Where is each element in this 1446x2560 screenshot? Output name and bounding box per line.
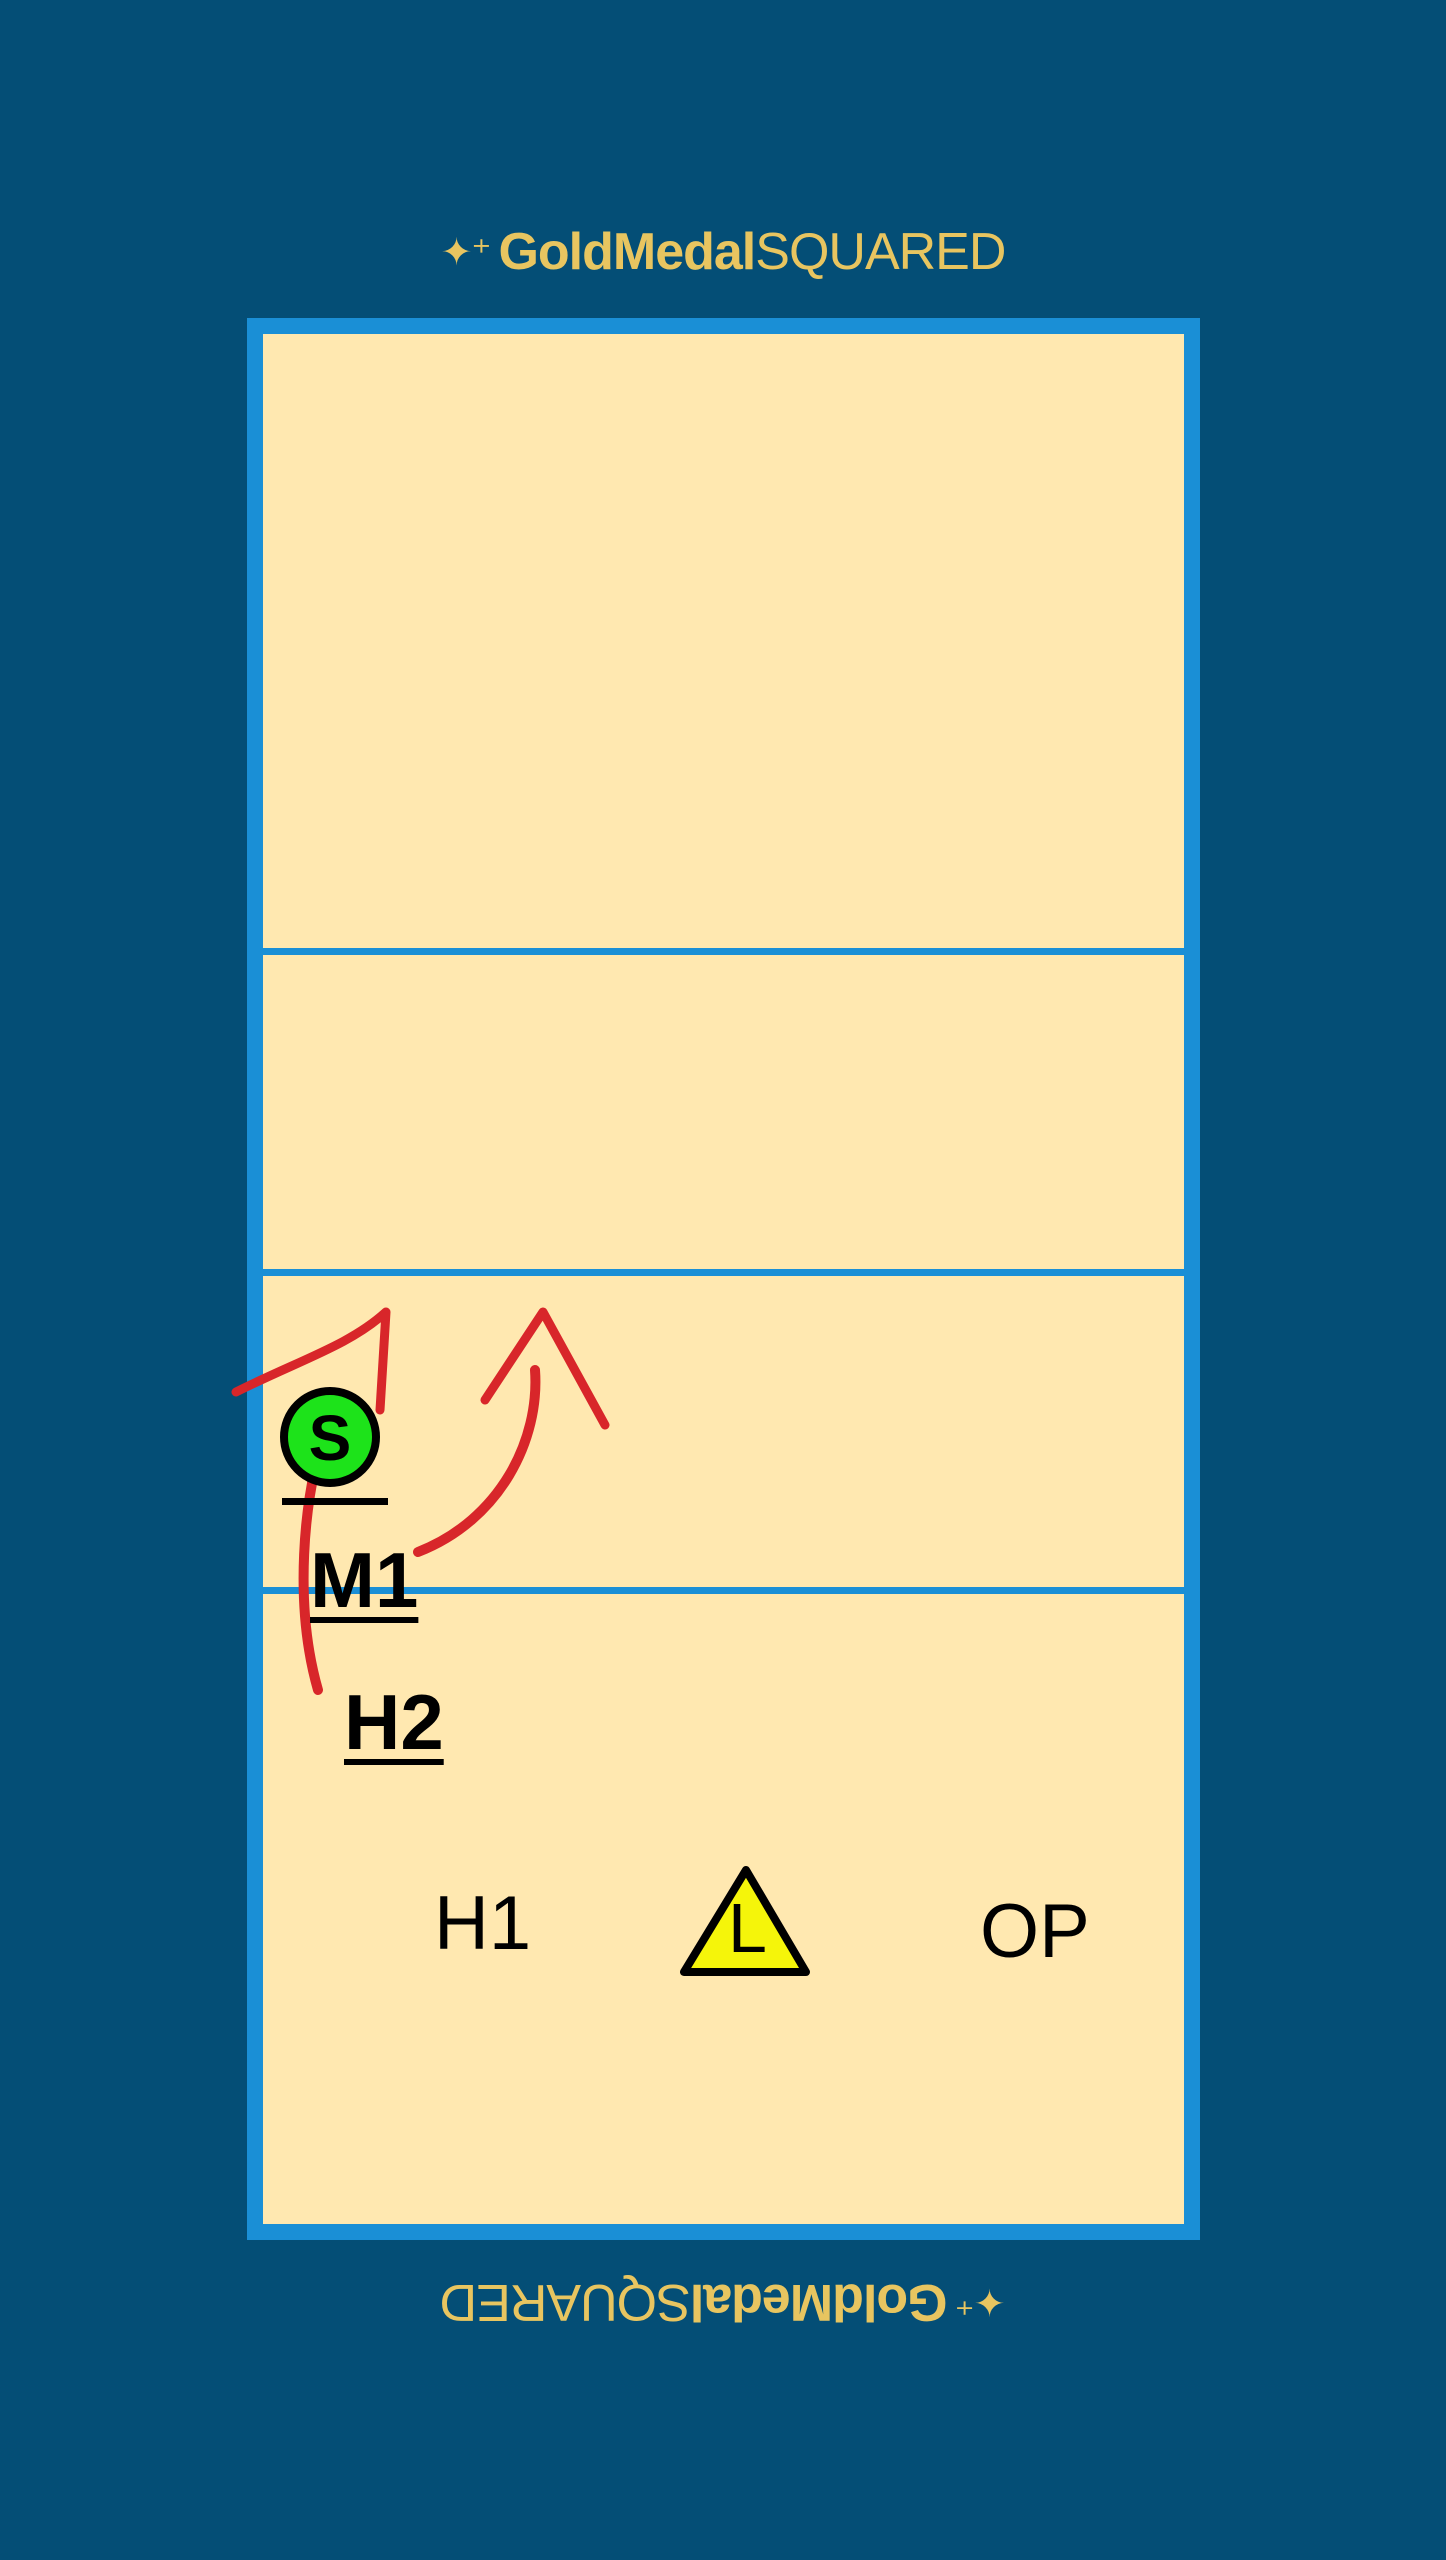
sparkle-icon: ✦⁺	[440, 232, 492, 274]
arrow-right-head	[480, 1307, 610, 1430]
player-op: OP	[980, 1889, 1090, 1974]
setter-marker: S	[280, 1387, 380, 1487]
arrow-left-head	[231, 1307, 391, 1415]
arrow-right-path	[413, 1365, 541, 1557]
attack-line-far	[263, 948, 1184, 955]
sparkle-icon: ✦⁺	[955, 2280, 1006, 2322]
logo-bold-text: GoldMedal	[690, 2273, 948, 2331]
logo-light-text: SQUARED	[755, 223, 1006, 281]
libero-triangle	[680, 1866, 810, 1976]
center-line	[263, 1269, 1184, 1276]
logo-bold-text: GoldMedal	[498, 223, 756, 281]
player-h2: H2	[344, 1678, 444, 1766]
libero-label: L	[728, 1889, 767, 1967]
player-h1: H1	[434, 1881, 532, 1966]
player-m1: M1	[310, 1536, 419, 1624]
logo-light-text: SQUARED	[440, 2273, 691, 2331]
setter-underline	[282, 1498, 388, 1505]
logo-bottom: ✦⁺GoldMedalSQUARED	[0, 2272, 1446, 2332]
attack-line-near	[263, 1587, 1184, 1594]
logo-top: ✦⁺GoldMedalSQUARED	[0, 222, 1446, 282]
